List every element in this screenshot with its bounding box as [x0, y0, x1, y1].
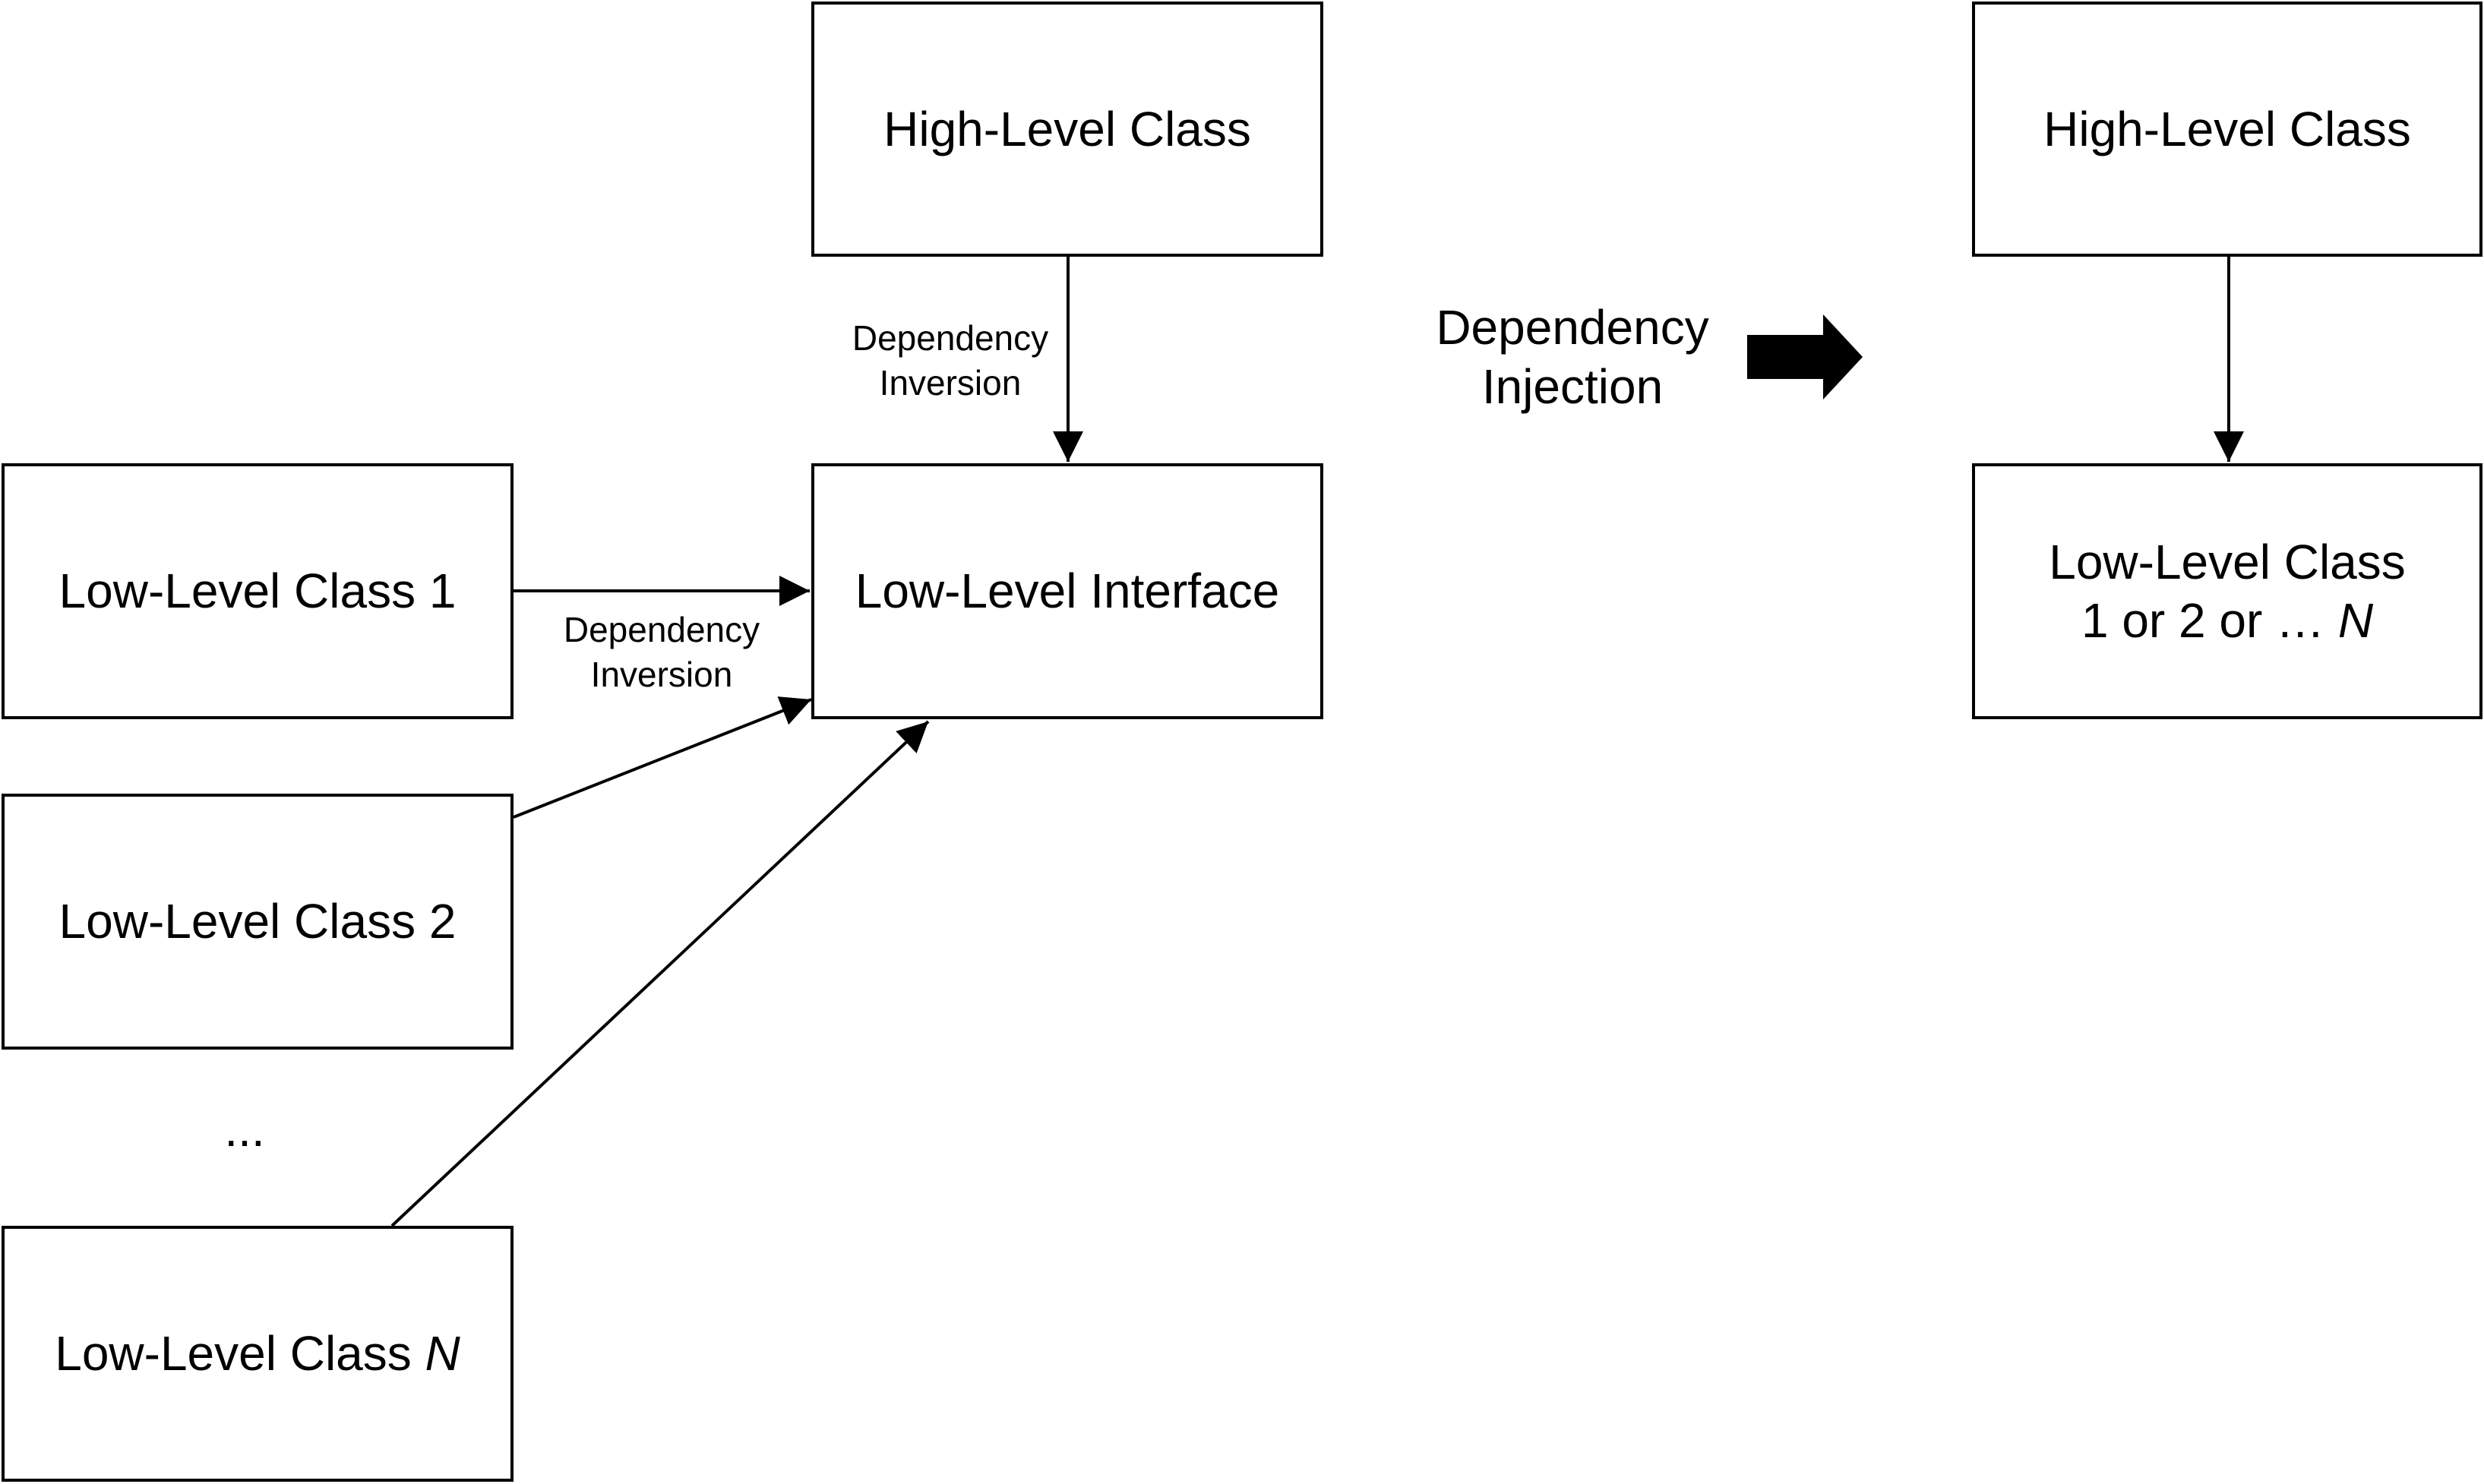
top-arrow-label-line-1: Dependency [852, 318, 1049, 358]
right-low-level-class-label: Low-Level Class 1 or 2 or … N [2049, 533, 2406, 650]
low-level-interface-box: Low-Level Interface [811, 463, 1323, 719]
low-level-interface-label: Low-Level Interface [855, 564, 1280, 619]
side-arrow-label-line-2: Inversion [590, 654, 733, 694]
right-low-level-class-line-2-prefix: 1 or 2 or … [2081, 592, 2338, 648]
arrow-classn-to-interface [390, 720, 930, 1227]
low-level-class-n-variable: N [425, 1326, 460, 1381]
low-level-class-2-box: Low-Level Class 2 [2, 794, 514, 1050]
dependency-injection-label: Dependency Injection [1390, 298, 1755, 416]
high-level-class-box: High-Level Class [811, 2, 1323, 257]
block-right-arrow-icon [1747, 314, 1863, 399]
top-arrow-label: Dependency Inversion [825, 316, 1076, 406]
arrow-class2-to-interface [513, 696, 812, 819]
low-level-class-1-label: Low-Level Class 1 [58, 564, 457, 619]
ellipsis-text: ... [2, 1100, 488, 1159]
low-level-class-n-prefix: Low-Level Class [55, 1326, 425, 1381]
low-level-class-1-box: Low-Level Class 1 [2, 463, 514, 719]
dependency-injection-label-line-1: Dependency [1436, 300, 1709, 355]
top-arrow-label-line-2: Inversion [879, 362, 1022, 403]
low-level-class-n-box: Low-Level Class N [2, 1226, 514, 1482]
right-low-level-class-box: Low-Level Class 1 or 2 or … N [1972, 463, 2482, 719]
right-low-level-class-line-2-variable: N [2337, 592, 2374, 648]
ellipsis-label: ... [224, 1102, 265, 1157]
right-high-level-class-label: High-Level Class [2043, 101, 2411, 156]
side-arrow-label-line-1: Dependency [563, 610, 760, 649]
right-high-level-class-box: High-Level Class [1972, 2, 2482, 257]
dependency-injection-label-line-2: Injection [1481, 359, 1664, 415]
low-level-class-2-label: Low-Level Class 2 [58, 894, 457, 949]
low-level-class-n-label: Low-Level Class N [55, 1325, 460, 1383]
right-low-level-class-line-2: 1 or 2 or … N [2049, 592, 2406, 650]
right-low-level-class-line-1: Low-Level Class [2049, 534, 2406, 589]
side-arrow-label: Dependency Inversion [536, 608, 787, 697]
high-level-class-label: High-Level Class [883, 101, 1251, 156]
